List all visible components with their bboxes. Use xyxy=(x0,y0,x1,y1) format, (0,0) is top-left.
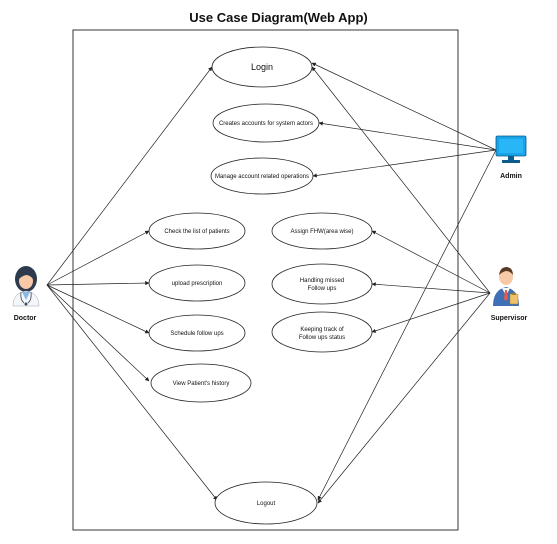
assoc-supervisor-missed-followups xyxy=(371,282,491,294)
actor-admin-label: Admin xyxy=(500,173,522,180)
doctor-icon xyxy=(12,266,40,307)
diagram-title: Use Case Diagram(Web App) xyxy=(189,10,368,25)
usecase-upload-prescription-label: upload prescription xyxy=(172,281,223,287)
usecase-check-patients-label: Check the list of patients xyxy=(164,229,229,235)
actor-doctor-label: Doctor xyxy=(14,315,37,322)
usecase-schedule-followups: Schedule follow ups xyxy=(148,314,246,352)
usecase-create-accounts: Creates accounts for system actors xyxy=(212,103,320,143)
usecase-track-followups: Keeping track of Follow ups status xyxy=(271,311,373,353)
assoc-supervisor-logout xyxy=(317,292,491,504)
assoc-supervisor-login xyxy=(311,66,491,294)
assoc-doctor-login xyxy=(46,66,213,286)
usecase-login: Login xyxy=(211,46,313,88)
assoc-admin-login xyxy=(311,62,497,151)
usecase-view-history: View Patient's history xyxy=(150,363,252,403)
assoc-doctor-check-patients xyxy=(46,230,150,286)
actor-supervisor-label: Supervisor xyxy=(491,315,528,322)
actor-doctor: Doctor xyxy=(12,266,40,322)
usecase-assign-fhw-label: Assign FHW(area wise) xyxy=(290,229,353,235)
assoc-admin-logout xyxy=(317,149,497,501)
assoc-supervisor-track-followups xyxy=(371,292,491,333)
actor-supervisor: Supervisor xyxy=(491,267,528,322)
usecase-assign-fhw: Assign FHW(area wise) xyxy=(271,212,373,250)
usecase-upload-prescription: upload prescription xyxy=(148,264,246,302)
assoc-doctor-schedule-followups xyxy=(46,284,150,334)
assoc-doctor-logout xyxy=(46,284,218,501)
usecase-track-followups-label-1: Keeping track of xyxy=(300,327,344,333)
usecase-missed-followups-label-1: Handling missed xyxy=(300,278,344,284)
usecase-missed-followups: Handling missed Follow ups xyxy=(271,263,373,305)
system-boundary xyxy=(72,29,459,531)
usecase-logout-label: Logout xyxy=(257,501,276,507)
usecase-view-history-label: View Patient's history xyxy=(173,381,230,387)
assoc-supervisor-assign-fhw xyxy=(371,230,491,294)
usecase-manage-accounts-label: Manage account related operations xyxy=(215,174,309,180)
usecase-login-label: Login xyxy=(251,62,273,72)
assoc-admin-create-accounts xyxy=(318,121,497,151)
assoc-admin-manage-accounts xyxy=(312,149,497,178)
assoc-doctor-upload-prescription xyxy=(46,280,150,286)
computer-monitor-icon xyxy=(495,135,527,163)
usecase-missed-followups-label-2: Follow ups xyxy=(308,286,337,292)
assoc-doctor-view-history xyxy=(46,284,150,382)
associations xyxy=(46,62,497,504)
usecase-track-followups-label-2: Follow ups status xyxy=(299,335,345,341)
usecase-create-accounts-label: Creates accounts for system actors xyxy=(219,121,313,127)
usecase-schedule-followups-label: Schedule follow ups xyxy=(170,331,223,337)
supervisor-person-icon xyxy=(493,267,519,306)
usecase-logout: Logout xyxy=(214,481,318,525)
actor-admin: Admin xyxy=(495,135,527,180)
usecase-check-patients: Check the list of patients xyxy=(148,212,246,250)
usecase-manage-accounts: Manage account related operations xyxy=(210,157,314,195)
